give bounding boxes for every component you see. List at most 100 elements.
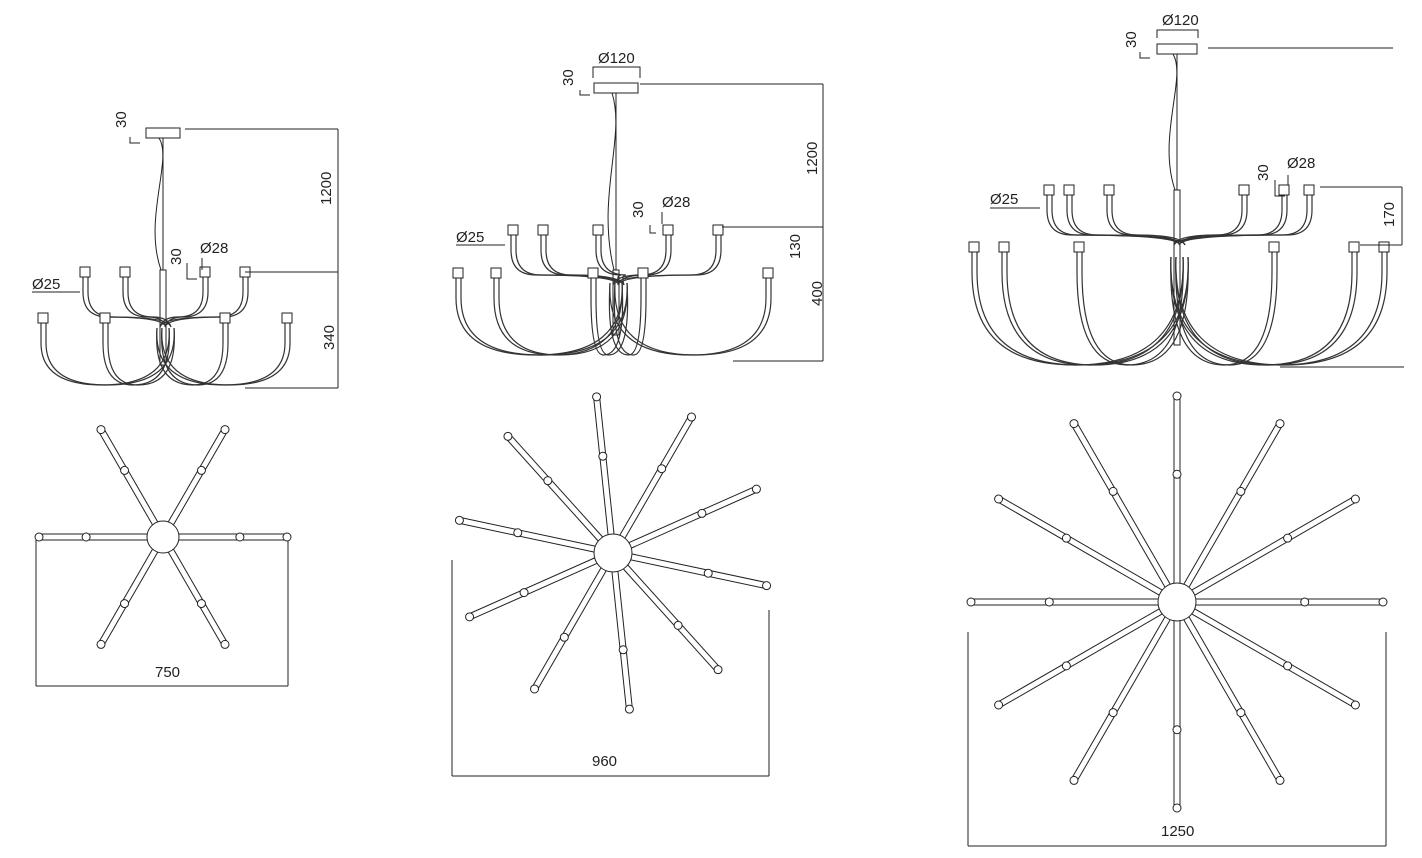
plan-arm-end [1350, 700, 1360, 710]
tube-arm [608, 273, 642, 356]
plan-arm-end [1275, 775, 1285, 785]
tube-arm [1076, 247, 1184, 366]
plan-arm [999, 495, 1163, 591]
d2-body-height: 400 [809, 281, 826, 306]
plan-arm-end [762, 581, 772, 591]
plan-arm [619, 415, 690, 536]
plan-arm [173, 549, 229, 644]
tube-cap [37, 312, 49, 324]
plan-arm [999, 613, 1163, 709]
tube-cap [587, 267, 599, 279]
plan-arm [996, 501, 1160, 596]
d2-canopy-height: 30 [560, 69, 577, 86]
central-hub [146, 520, 180, 554]
tube-cap [1303, 184, 1315, 196]
tube-cap [637, 267, 649, 279]
tube-arm [493, 273, 623, 356]
plan-arm-joint [618, 645, 628, 655]
plan-arm-joint [697, 508, 707, 518]
power-cable [154, 137, 164, 271]
tube-arm [1071, 190, 1186, 246]
tube-arm [1175, 247, 1388, 366]
plan-arm [531, 567, 602, 688]
tube-cap [119, 266, 131, 278]
plan-arm-end [220, 639, 230, 649]
plan-arm-end [713, 665, 723, 675]
plan-arm [1076, 421, 1171, 585]
d2-cap-height: 30 [630, 201, 647, 218]
dimension-line [579, 90, 590, 96]
plan-arm-joint [1300, 597, 1310, 607]
tube-cap [762, 267, 774, 279]
central-hub [1157, 582, 1197, 622]
tube-cap [199, 266, 211, 278]
plan-arm-end [1172, 391, 1182, 401]
plan-arm-end [1172, 803, 1182, 813]
plan-arm [505, 437, 599, 542]
d3-tube-diameter: Ø25 [990, 191, 1018, 208]
tube-cap [507, 224, 519, 236]
plan-arm [593, 397, 609, 535]
plan-arm [1191, 613, 1355, 709]
plan-arm-joint [543, 476, 553, 486]
dimension-line [1156, 29, 1199, 38]
dimension-line [1139, 52, 1150, 59]
canopy [1156, 43, 1198, 55]
plan-arm [103, 427, 159, 522]
d2-upper-height: 130 [787, 234, 804, 259]
plan-arm [173, 430, 229, 525]
tube-cap [452, 267, 464, 279]
tube-arm [1081, 247, 1189, 366]
plan-arm-joint [235, 532, 245, 542]
drawing-lines [32, 29, 1404, 847]
power-cable [607, 92, 617, 271]
dimension-line [592, 66, 641, 78]
tube-arm [609, 273, 767, 356]
tube-cap [79, 266, 91, 278]
plan-arm [1070, 424, 1166, 588]
d2-total-height: 1200 [804, 142, 821, 175]
plan-arm [632, 553, 768, 584]
plan-arm [97, 430, 153, 525]
plan-arm-joint [1172, 469, 1182, 479]
tube-arm [590, 273, 624, 356]
plan-arm-joint [196, 599, 206, 609]
tube-arm [40, 318, 170, 386]
tube-arm [107, 318, 175, 386]
tube-cap [99, 312, 111, 324]
plan-arm [509, 433, 603, 538]
plan-arm-end [503, 431, 513, 441]
d2-width: 960 [592, 753, 617, 770]
tube-cap [662, 224, 674, 236]
d1-total-height: 1200 [318, 172, 335, 205]
plan-arm-joint [120, 465, 130, 475]
canopy [593, 82, 639, 94]
plan-arm [599, 396, 615, 534]
central-stem [1173, 189, 1181, 346]
plan-arm [631, 491, 758, 549]
tube-cap [537, 224, 549, 236]
plan-arm-joint [1236, 486, 1246, 496]
plan-arm-end [966, 597, 976, 607]
plan-arm-joint [1061, 661, 1071, 671]
d3-canopy-diameter: Ø120 [1162, 12, 1199, 29]
d1-cap-diameter: Ø28 [200, 240, 228, 257]
plan-arm-end [592, 392, 602, 402]
tube-cap [1103, 184, 1115, 196]
plan-arm-joint [1283, 533, 1293, 543]
plan-arm [1191, 495, 1355, 591]
plan-arm-end [1275, 419, 1285, 429]
plan-arm-end [1069, 775, 1079, 785]
dimension-line [129, 137, 140, 144]
tube-cap [1063, 184, 1075, 196]
d1-canopy-height: 30 [113, 111, 130, 128]
plan-arm-end [282, 532, 292, 542]
plan-arm [627, 564, 721, 669]
plan-arm-joint [513, 528, 523, 538]
plan-arm [167, 552, 223, 647]
plan-arm [459, 516, 596, 547]
plan-arm [1188, 616, 1284, 780]
plan-arm [617, 571, 633, 709]
plan-arm-joint [1236, 708, 1246, 718]
tube-cap [1348, 241, 1360, 253]
